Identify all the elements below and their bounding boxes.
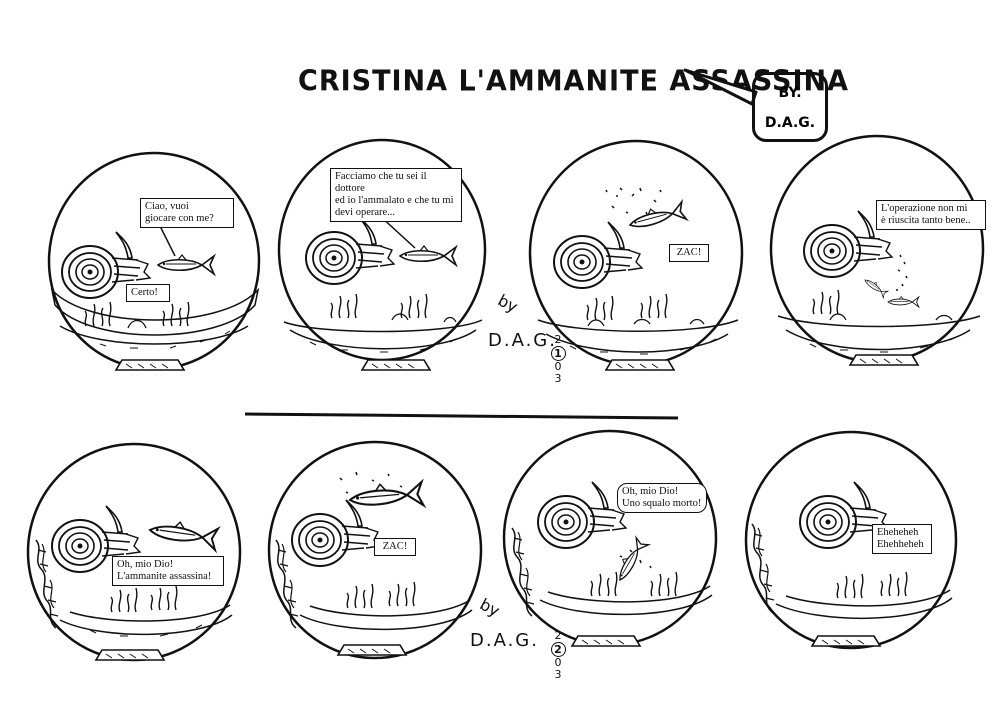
panel-5-bubble-1: Oh, mio Dio! L'ammanite assassina! bbox=[112, 556, 224, 586]
panel-8-drawing bbox=[744, 430, 958, 650]
panel-1-drawing bbox=[47, 151, 261, 371]
panel-5-drawing bbox=[26, 442, 242, 662]
panel-4-bubble-1: L'operazione non mi è riuscita tanto ben… bbox=[876, 200, 986, 230]
signature-1-by: by bbox=[494, 290, 521, 317]
panel-4-drawing bbox=[769, 134, 985, 366]
panel-7-drawing bbox=[502, 429, 718, 647]
panel-3-drawing bbox=[528, 139, 744, 371]
signature-2-year-circled: 2 bbox=[550, 642, 566, 657]
signature-2-year: 2 2 0 3 bbox=[548, 630, 568, 681]
byline-author: D.A.G. bbox=[764, 115, 816, 131]
panel-6-drawing bbox=[267, 440, 483, 660]
signature-1-year-bottom: 3 bbox=[554, 372, 562, 385]
signature-2-author: D.A.G. bbox=[470, 630, 539, 651]
byline-by: BY. bbox=[778, 85, 802, 101]
panel-divider-line bbox=[244, 412, 679, 420]
byline-bubble: BY. D.A.G. bbox=[752, 72, 828, 142]
signature-2-year-top: 2 bbox=[554, 629, 562, 642]
panel-8-bubble-1: Eheheheh Ehehheheh bbox=[872, 524, 932, 554]
signature-1-year-top: 2 bbox=[554, 333, 562, 346]
signature-1-year-mid: 0 bbox=[554, 360, 562, 373]
panel-6-bubble-1: ZAC! bbox=[374, 538, 416, 556]
signature-1-author: D.A.G. bbox=[488, 330, 557, 351]
signature-1-year: 2 1 0 3 bbox=[548, 334, 568, 385]
panel-3-bubble-1: ZAC! bbox=[669, 244, 709, 262]
signature-1-year-circled: 1 bbox=[550, 346, 566, 361]
signature-2-year-mid: 0 bbox=[554, 656, 562, 669]
signature-1: by D.A.G. 2 1 0 3 bbox=[488, 290, 578, 400]
panel-2-drawing bbox=[277, 138, 487, 371]
panel-2-bubble-1: Facciamo che tu sei il dottore ed io l'a… bbox=[330, 168, 462, 222]
panel-7-bubble-1: Oh, mio Dio! Uno squalo morto! bbox=[617, 483, 707, 513]
signature-2-year-bottom: 3 bbox=[554, 668, 562, 681]
panel-1-bubble-1: Ciao, vuoi giocare con me? bbox=[140, 198, 234, 228]
panel-1-bubble-2: Certo! bbox=[126, 284, 170, 302]
signature-2-by: by bbox=[476, 594, 503, 621]
signature-2: by D.A.G. 2 2 0 3 bbox=[470, 594, 570, 706]
